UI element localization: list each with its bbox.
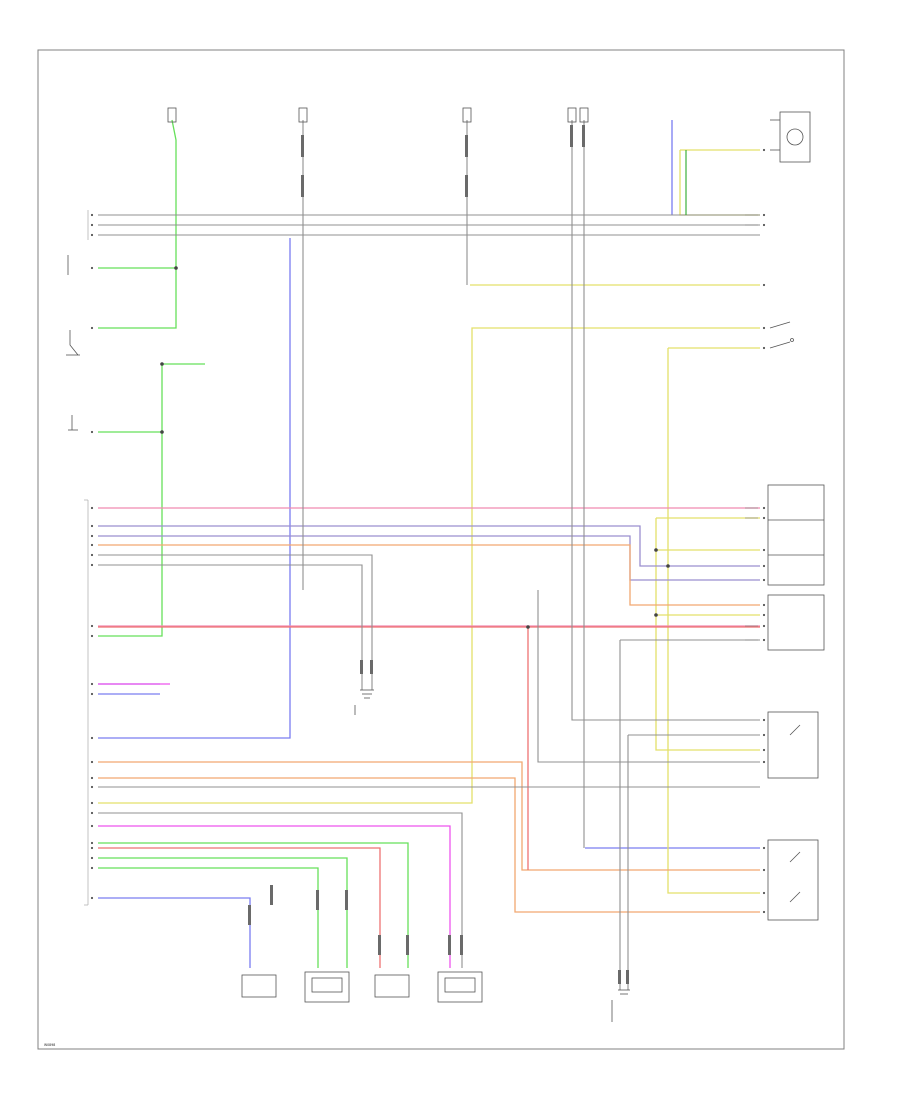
component-right-switch (769, 321, 794, 349)
wire-gray-v5 (537, 590, 760, 763)
wire-orange-top (98, 544, 760, 606)
sensor-front-right (241, 974, 277, 998)
wire-group-gray (98, 120, 760, 990)
sensor-front-left (304, 971, 350, 1003)
wire-green-sensor-a (98, 867, 319, 968)
fuse-5 (579, 107, 589, 123)
diagram-frame (37, 49, 845, 1050)
fuse-1 (167, 107, 177, 123)
wire-group-magenta (98, 683, 451, 968)
ground-symbols (354, 689, 630, 1022)
wire-gray-panel-2 (98, 564, 363, 690)
wire-orange-low (98, 777, 760, 913)
wire-yellow-top (679, 150, 760, 216)
sensor-connector-blocks (248, 125, 629, 984)
wire-yellow-vert2 (655, 518, 760, 751)
wire-group-yellow (98, 149, 760, 894)
wire-group-orange (98, 544, 760, 913)
module-bracket-left (84, 210, 89, 906)
module-right-boxes (767, 484, 825, 921)
module-box-1 (767, 484, 825, 586)
fuse-symbols-top (167, 107, 589, 123)
wire-group-green (98, 119, 409, 968)
wire-green-main (98, 119, 177, 269)
wire-blue-bottom (98, 897, 251, 968)
fuse-2 (298, 107, 308, 123)
wire-purple-1 (98, 525, 760, 567)
wire-group-red (98, 626, 760, 968)
connector-pins-left (90, 213, 94, 900)
component-top-right-sensor (770, 111, 811, 163)
sensor-rear-left (374, 974, 410, 998)
wire-green-branch (98, 268, 177, 329)
fuse-4 (567, 107, 577, 123)
wire-orange-mid (98, 761, 760, 871)
connector-pins-right (762, 148, 766, 914)
right-connector-markers (745, 214, 758, 641)
wire-purple-2 (98, 535, 760, 581)
module-box-2 (767, 594, 825, 651)
sensor-rear-right (437, 971, 483, 1003)
component-left-switches (66, 255, 80, 431)
switch-1 (69, 330, 79, 356)
wire-green-sensor-c (98, 842, 409, 968)
wire-blue-long (98, 238, 291, 739)
wire-green-panel (98, 432, 163, 637)
wire-yellow-long (98, 327, 760, 804)
module-box-3 (767, 711, 819, 779)
module-box-4 (767, 839, 819, 921)
wire-yellow-vert (667, 348, 760, 894)
wheel-speed-sensors (241, 971, 483, 1003)
wire-red-2 (98, 847, 381, 968)
wire-group-blue (98, 120, 760, 968)
wire-gray-v3 (571, 120, 760, 721)
footer-code: W0898 (44, 1043, 55, 1047)
wire-group-purple (98, 525, 760, 581)
wire-gray-low (98, 812, 463, 968)
fuse-3 (462, 107, 472, 123)
wire-gray-panel-1 (98, 554, 373, 690)
splice-points (160, 266, 670, 629)
wire-green-lower (98, 364, 163, 433)
wire-green-sensor-b (98, 857, 348, 968)
wire-magenta-1 (98, 825, 451, 968)
wire-group-pink (98, 507, 760, 627)
